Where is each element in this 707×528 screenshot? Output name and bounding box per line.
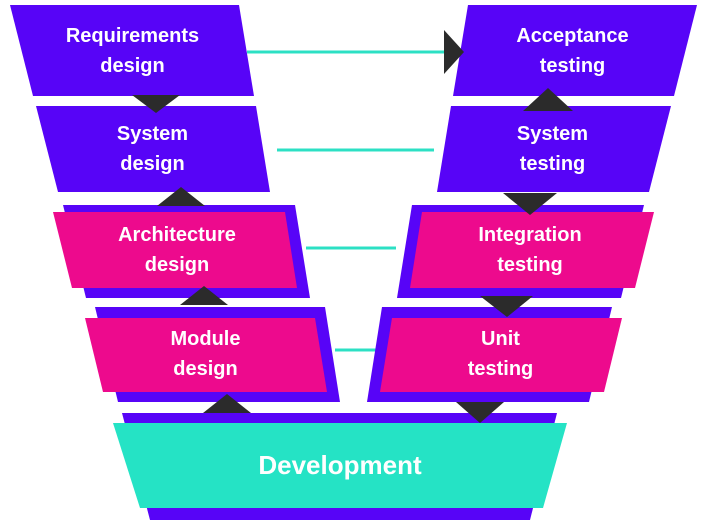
acceptance-testing-block: [453, 5, 697, 96]
arrow-down-icon-right-3: [480, 296, 533, 317]
arrow-down-icon-left-1: [132, 95, 180, 113]
module-design-block: [85, 318, 327, 392]
system-testing-block: [437, 106, 671, 192]
architecture-design-block: [53, 212, 297, 288]
integration-testing-block: [410, 212, 654, 288]
system-design-block: [36, 106, 270, 192]
development-block: [113, 423, 567, 508]
arrow-up-icon-left-2: [157, 187, 205, 206]
arrow-up-icon-left-3: [180, 286, 228, 305]
arrow-right-icon-top-connector: [444, 30, 464, 74]
arrow-down-icon-right-2: [503, 193, 557, 215]
arrow-down-icon-right-4: [456, 402, 504, 423]
requirements-design-block: [10, 5, 254, 96]
unit-testing-block: [380, 318, 622, 392]
arrow-up-icon-left-4: [203, 394, 251, 413]
arrow-up-icon-right-1: [523, 88, 573, 111]
